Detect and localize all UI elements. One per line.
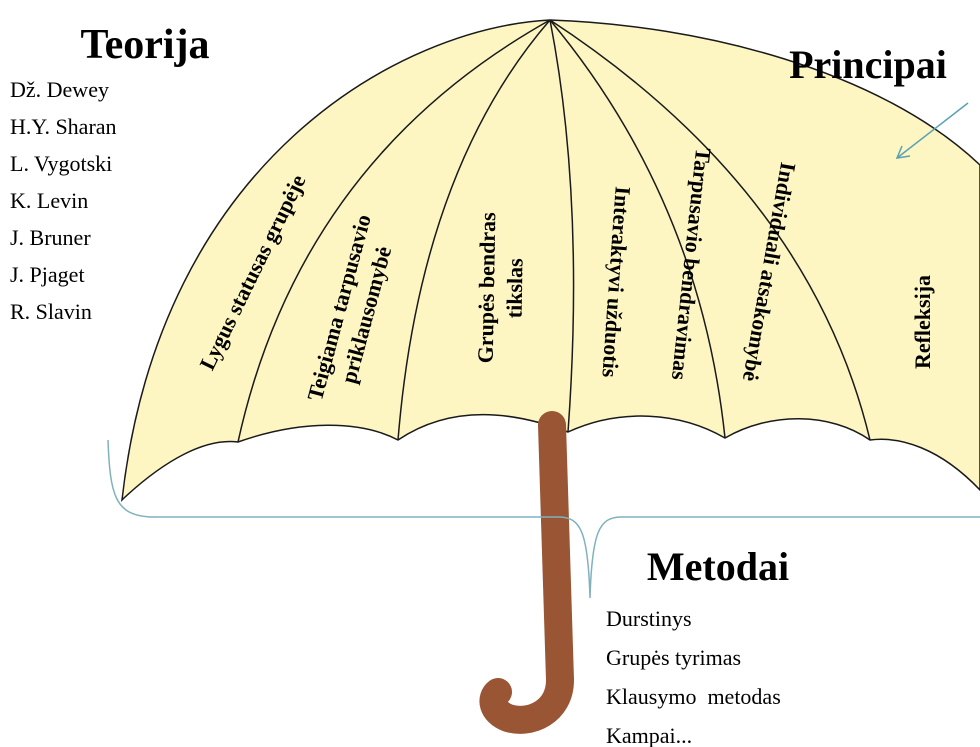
theory-item: K. Levin bbox=[10, 188, 88, 213]
rib-5 bbox=[549, 19, 871, 441]
method-item: Klausymo metodas bbox=[606, 684, 781, 709]
rib-3 bbox=[549, 19, 575, 433]
theory-list: Dž. Dewey H.Y. Sharan L. Vygotski K. Lev… bbox=[10, 77, 117, 324]
principle-panel: Grupės bendras tikslas bbox=[473, 212, 528, 364]
method-item: Grupės tyrimas bbox=[606, 645, 741, 670]
method-item: Durstinys bbox=[606, 606, 692, 631]
theory-item: R. Slavin bbox=[10, 299, 92, 324]
rib-2 bbox=[397, 19, 551, 441]
methods-list: Durstinys Grupės tyrimas Klausymo metoda… bbox=[606, 606, 781, 747]
method-item: Kampai... bbox=[606, 723, 692, 747]
umbrella-ribs bbox=[237, 19, 871, 443]
theory-item: J. Pjaget bbox=[10, 262, 85, 287]
theory-item: Dž. Dewey bbox=[10, 77, 109, 102]
principle-panel: Refleksija bbox=[910, 275, 935, 369]
theory-title: Teorija bbox=[80, 22, 209, 68]
theory-item: J. Bruner bbox=[10, 225, 91, 250]
principle-label: Grupės bendras bbox=[473, 212, 501, 364]
methods-bracket bbox=[107, 439, 980, 599]
rib-4 bbox=[549, 19, 726, 439]
principle-label: tikslas bbox=[501, 258, 527, 319]
umbrella-handle bbox=[479, 411, 574, 734]
principle-label: Refleksija bbox=[910, 275, 935, 369]
theory-item: L. Vygotski bbox=[10, 151, 112, 176]
principles-title: Principai bbox=[789, 42, 947, 87]
rib-1 bbox=[237, 19, 551, 443]
principles-arrow bbox=[895, 102, 969, 159]
methods-title: Metodai bbox=[647, 544, 789, 589]
theory-item: H.Y. Sharan bbox=[10, 114, 117, 139]
